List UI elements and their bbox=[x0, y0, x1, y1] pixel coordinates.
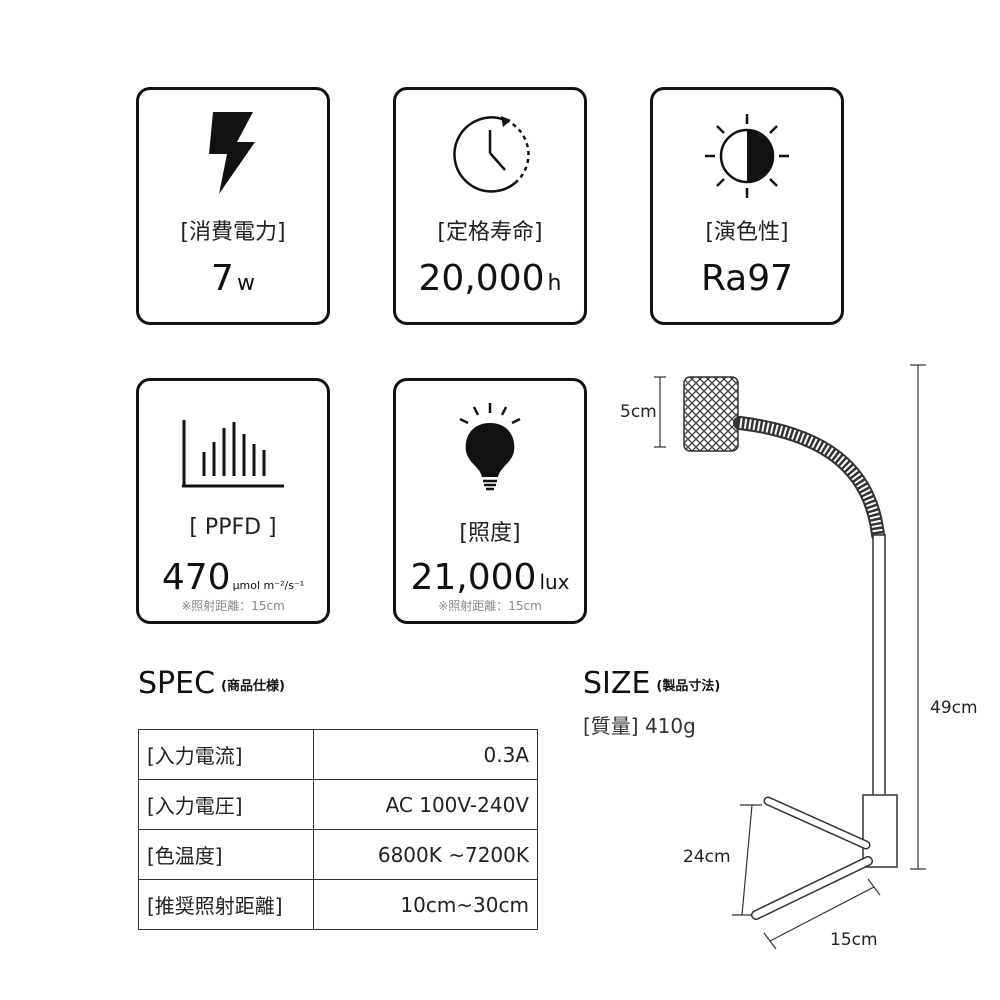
spec-key: [入力電圧] bbox=[138, 779, 314, 830]
spec-card-cri: [演色性] Ra97 bbox=[650, 87, 844, 325]
spec-value: 0.3A bbox=[313, 729, 538, 780]
dimension-height: 49cm bbox=[930, 698, 978, 718]
card-label: [ PPFD ] bbox=[189, 515, 277, 540]
spectrum-bars-icon bbox=[139, 409, 327, 499]
spec-key: [推奨照射距離] bbox=[138, 879, 314, 930]
dimension-base-width: 15cm bbox=[830, 930, 878, 950]
card-label: [演色性] bbox=[705, 220, 789, 245]
card-note: ※照射距離：15cm bbox=[181, 599, 285, 613]
table-row: [入力電流] 0.3A bbox=[138, 729, 538, 780]
spec-key: [入力電流] bbox=[138, 729, 314, 780]
size-heading: SIZE(製品寸法) bbox=[583, 666, 721, 701]
table-row: [入力電圧] AC 100V-240V bbox=[138, 779, 538, 830]
weight-text: [質量] 410g bbox=[583, 714, 696, 738]
lightning-icon bbox=[139, 108, 327, 198]
light-bulb-icon bbox=[396, 401, 584, 491]
card-note: ※照射距離：15cm bbox=[438, 599, 542, 613]
table-row: [推奨照射距離] 10cm~30cm bbox=[138, 879, 538, 930]
dimension-base-depth: 24cm bbox=[683, 847, 731, 867]
card-label: [照度] bbox=[459, 521, 521, 546]
spec-value: 10cm~30cm bbox=[313, 879, 538, 930]
card-label: [定格寿命] bbox=[437, 220, 543, 245]
lamp-diagram bbox=[654, 364, 926, 950]
color-rendering-icon bbox=[653, 108, 841, 198]
spec-value: 6800K ~7200K bbox=[313, 829, 538, 880]
spec-table: [入力電流] 0.3A [入力電圧] AC 100V-240V [色温度] 68… bbox=[138, 729, 538, 930]
table-row: [色温度] 6800K ~7200K bbox=[138, 829, 538, 880]
spec-value: AC 100V-240V bbox=[313, 779, 538, 830]
spec-key: [色温度] bbox=[138, 829, 314, 880]
card-label: [消費電力] bbox=[180, 220, 286, 245]
dimension-head: 5cm bbox=[620, 402, 657, 422]
spec-heading: SPEC(商品仕様) bbox=[138, 666, 285, 701]
card-value: Ra97 bbox=[700, 258, 794, 299]
clock-icon bbox=[396, 108, 584, 198]
